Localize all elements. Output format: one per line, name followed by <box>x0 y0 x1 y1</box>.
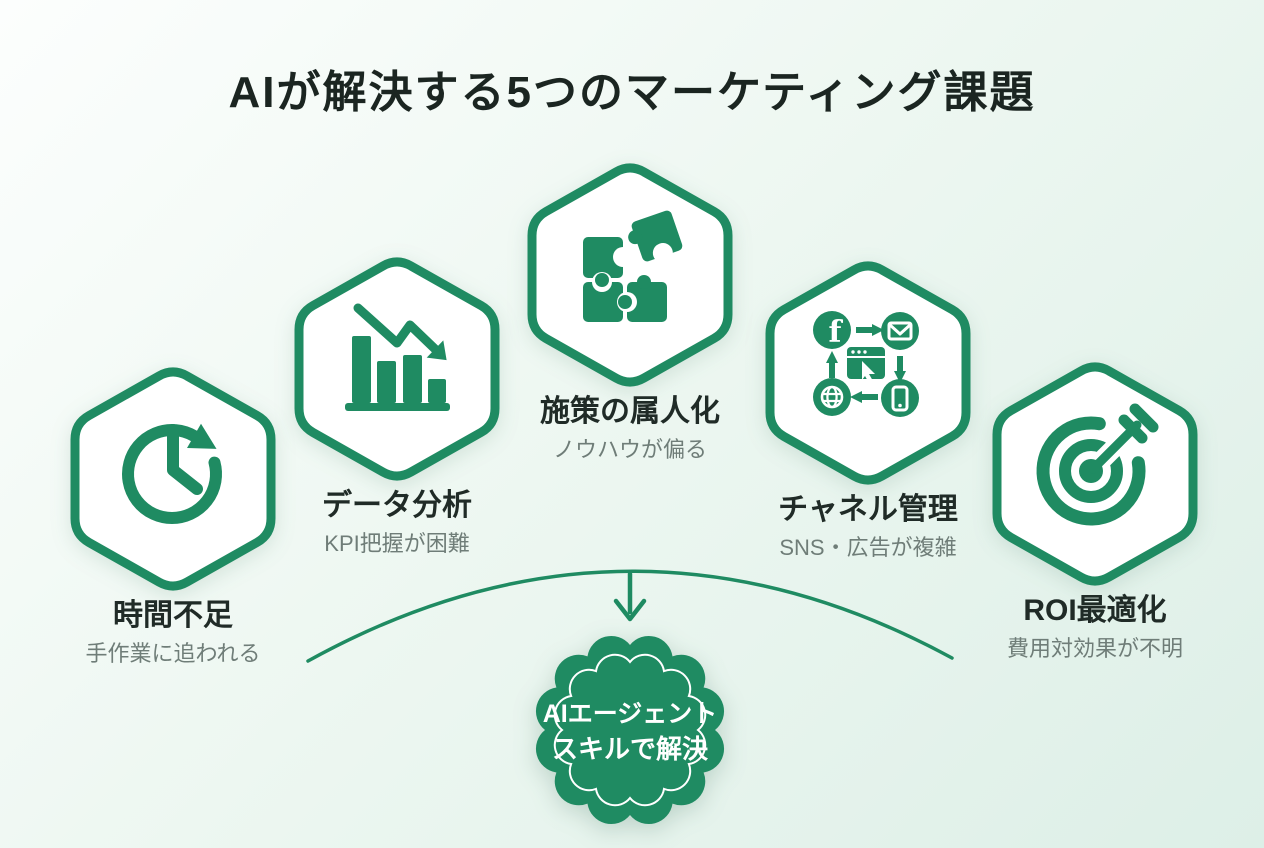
challenge-card-time: 時間不足 手作業に追われる <box>58 360 288 668</box>
svg-text:f: f <box>829 315 844 350</box>
hexagon-personalization <box>527 163 733 387</box>
hexagon-roi <box>992 362 1198 586</box>
badge-text-line2: スキルで解決 <box>552 734 709 764</box>
challenge-title: 時間不足 <box>113 599 233 632</box>
challenge-title: 施策の属人化 <box>540 395 720 428</box>
solution-badge: AIエージェント スキルで解決 <box>535 635 725 825</box>
page-title: AIが解決する5つのマーケティング課題 <box>228 68 1036 117</box>
challenge-title: データ分析 <box>322 489 472 522</box>
challenge-subtitle: SNS・広告が複雑 <box>779 535 957 560</box>
challenge-title: チャネル管理 <box>778 493 958 526</box>
hexagon-time <box>70 367 276 591</box>
hexagon-data <box>294 257 500 481</box>
globe-icon <box>813 378 851 416</box>
challenge-card-personalization: 施策の属人化 ノウハウが偏る <box>515 156 745 464</box>
badge-inner-border <box>553 653 707 807</box>
challenge-card-channels: f <box>753 254 983 562</box>
challenge-subtitle: ノウハウが偏る <box>552 437 707 462</box>
hexagon-channels: f <box>765 261 971 485</box>
marketing-channels-icon: f <box>813 311 919 417</box>
badge-seal-shape <box>535 635 725 825</box>
declining-bar-chart-icon <box>345 303 450 411</box>
clock-history-icon <box>122 423 222 524</box>
badge-text-line1: AIエージェント <box>543 700 718 728</box>
challenge-subtitle: KPI把握が困難 <box>324 531 470 556</box>
target-dart-icon <box>1036 403 1159 526</box>
facebook-icon <box>813 311 851 349</box>
browser-window-icon <box>847 347 885 383</box>
email-icon <box>881 312 919 350</box>
puzzle-pieces-icon <box>583 210 683 322</box>
challenge-card-data: データ分析 KPI把握が困難 <box>282 250 512 558</box>
challenge-subtitle: 手作業に追われる <box>85 641 261 666</box>
cursor-icon <box>862 361 875 383</box>
challenge-subtitle: 費用対効果が不明 <box>1006 636 1183 661</box>
smartphone-icon <box>881 379 919 417</box>
down-arrow-head-icon <box>613 598 647 622</box>
challenge-title: ROI最適化 <box>1023 594 1167 627</box>
challenge-card-roi: ROI最適化 費用対効果が不明 <box>980 355 1210 663</box>
